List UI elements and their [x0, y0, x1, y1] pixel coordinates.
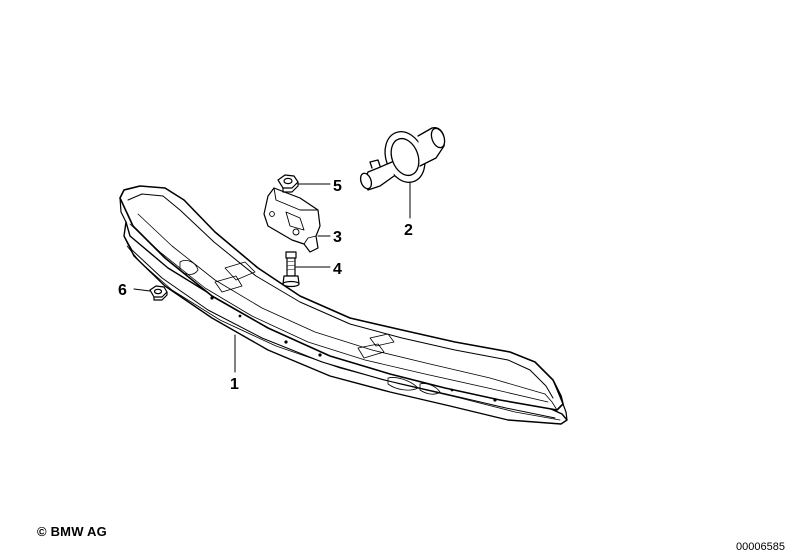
callout-4: 4	[333, 261, 342, 278]
callout-3: 3	[333, 229, 342, 246]
document-number: 00006585	[736, 541, 785, 553]
hex-bolt	[282, 251, 300, 288]
bracket	[263, 187, 321, 253]
callout-1: 1	[230, 376, 239, 393]
impact-absorber	[359, 127, 446, 191]
leader-lines	[133, 181, 411, 373]
hex-nut-6	[149, 285, 168, 301]
hex-nut-5	[277, 174, 299, 193]
copyright-notice: © BMW AG	[37, 524, 107, 539]
callout-2: 2	[404, 222, 413, 239]
callout-5: 5	[333, 178, 342, 195]
bumper-carrier	[119, 185, 568, 425]
callout-6: 6	[118, 282, 127, 299]
